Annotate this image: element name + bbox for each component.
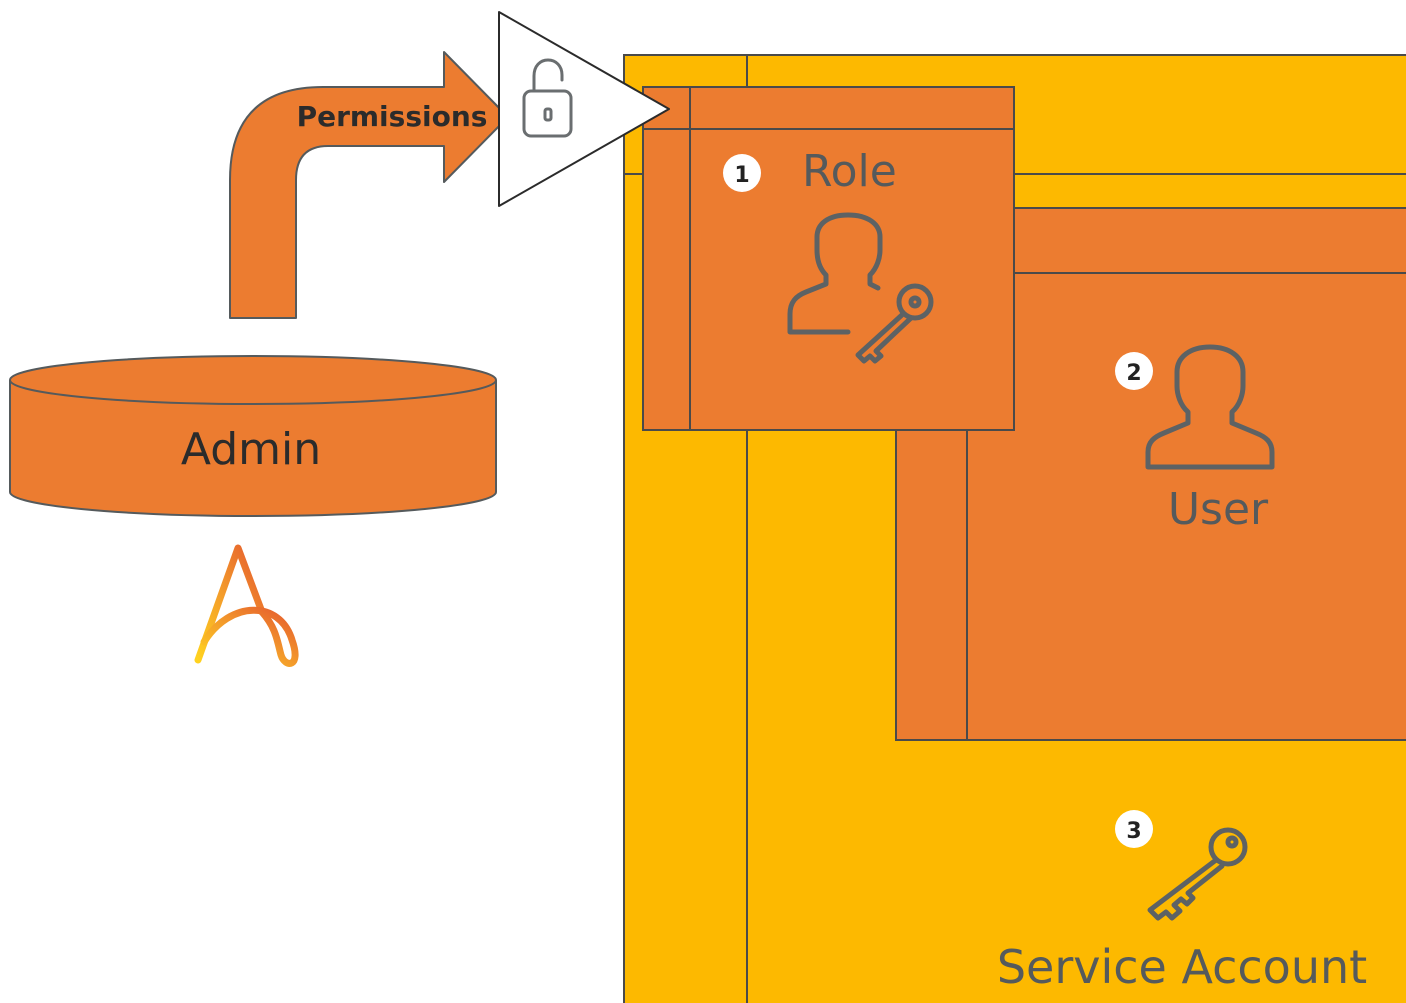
permissions-label: Permissions xyxy=(297,100,488,133)
user-number: 2 xyxy=(1126,361,1141,386)
automation-anywhere-logo xyxy=(194,544,299,667)
permissions-arrow xyxy=(229,51,509,319)
user-icon xyxy=(1145,344,1275,470)
service-account-label: Service Account xyxy=(997,940,1367,994)
role-label: Role xyxy=(802,146,897,197)
key-icon xyxy=(1147,827,1248,921)
user-key-icon xyxy=(787,212,934,364)
role-panel xyxy=(642,86,1015,431)
role-number: 1 xyxy=(734,163,749,188)
service-account-number: 3 xyxy=(1126,819,1141,844)
admin-label: Admin xyxy=(181,424,321,475)
unlocked-padlock-icon xyxy=(522,58,573,138)
service-account-number-badge: 3 xyxy=(1115,810,1153,848)
user-number-badge: 2 xyxy=(1115,352,1153,390)
role-number-badge: 1 xyxy=(723,154,761,192)
admin-database xyxy=(9,355,497,517)
user-label: User xyxy=(1168,484,1269,535)
